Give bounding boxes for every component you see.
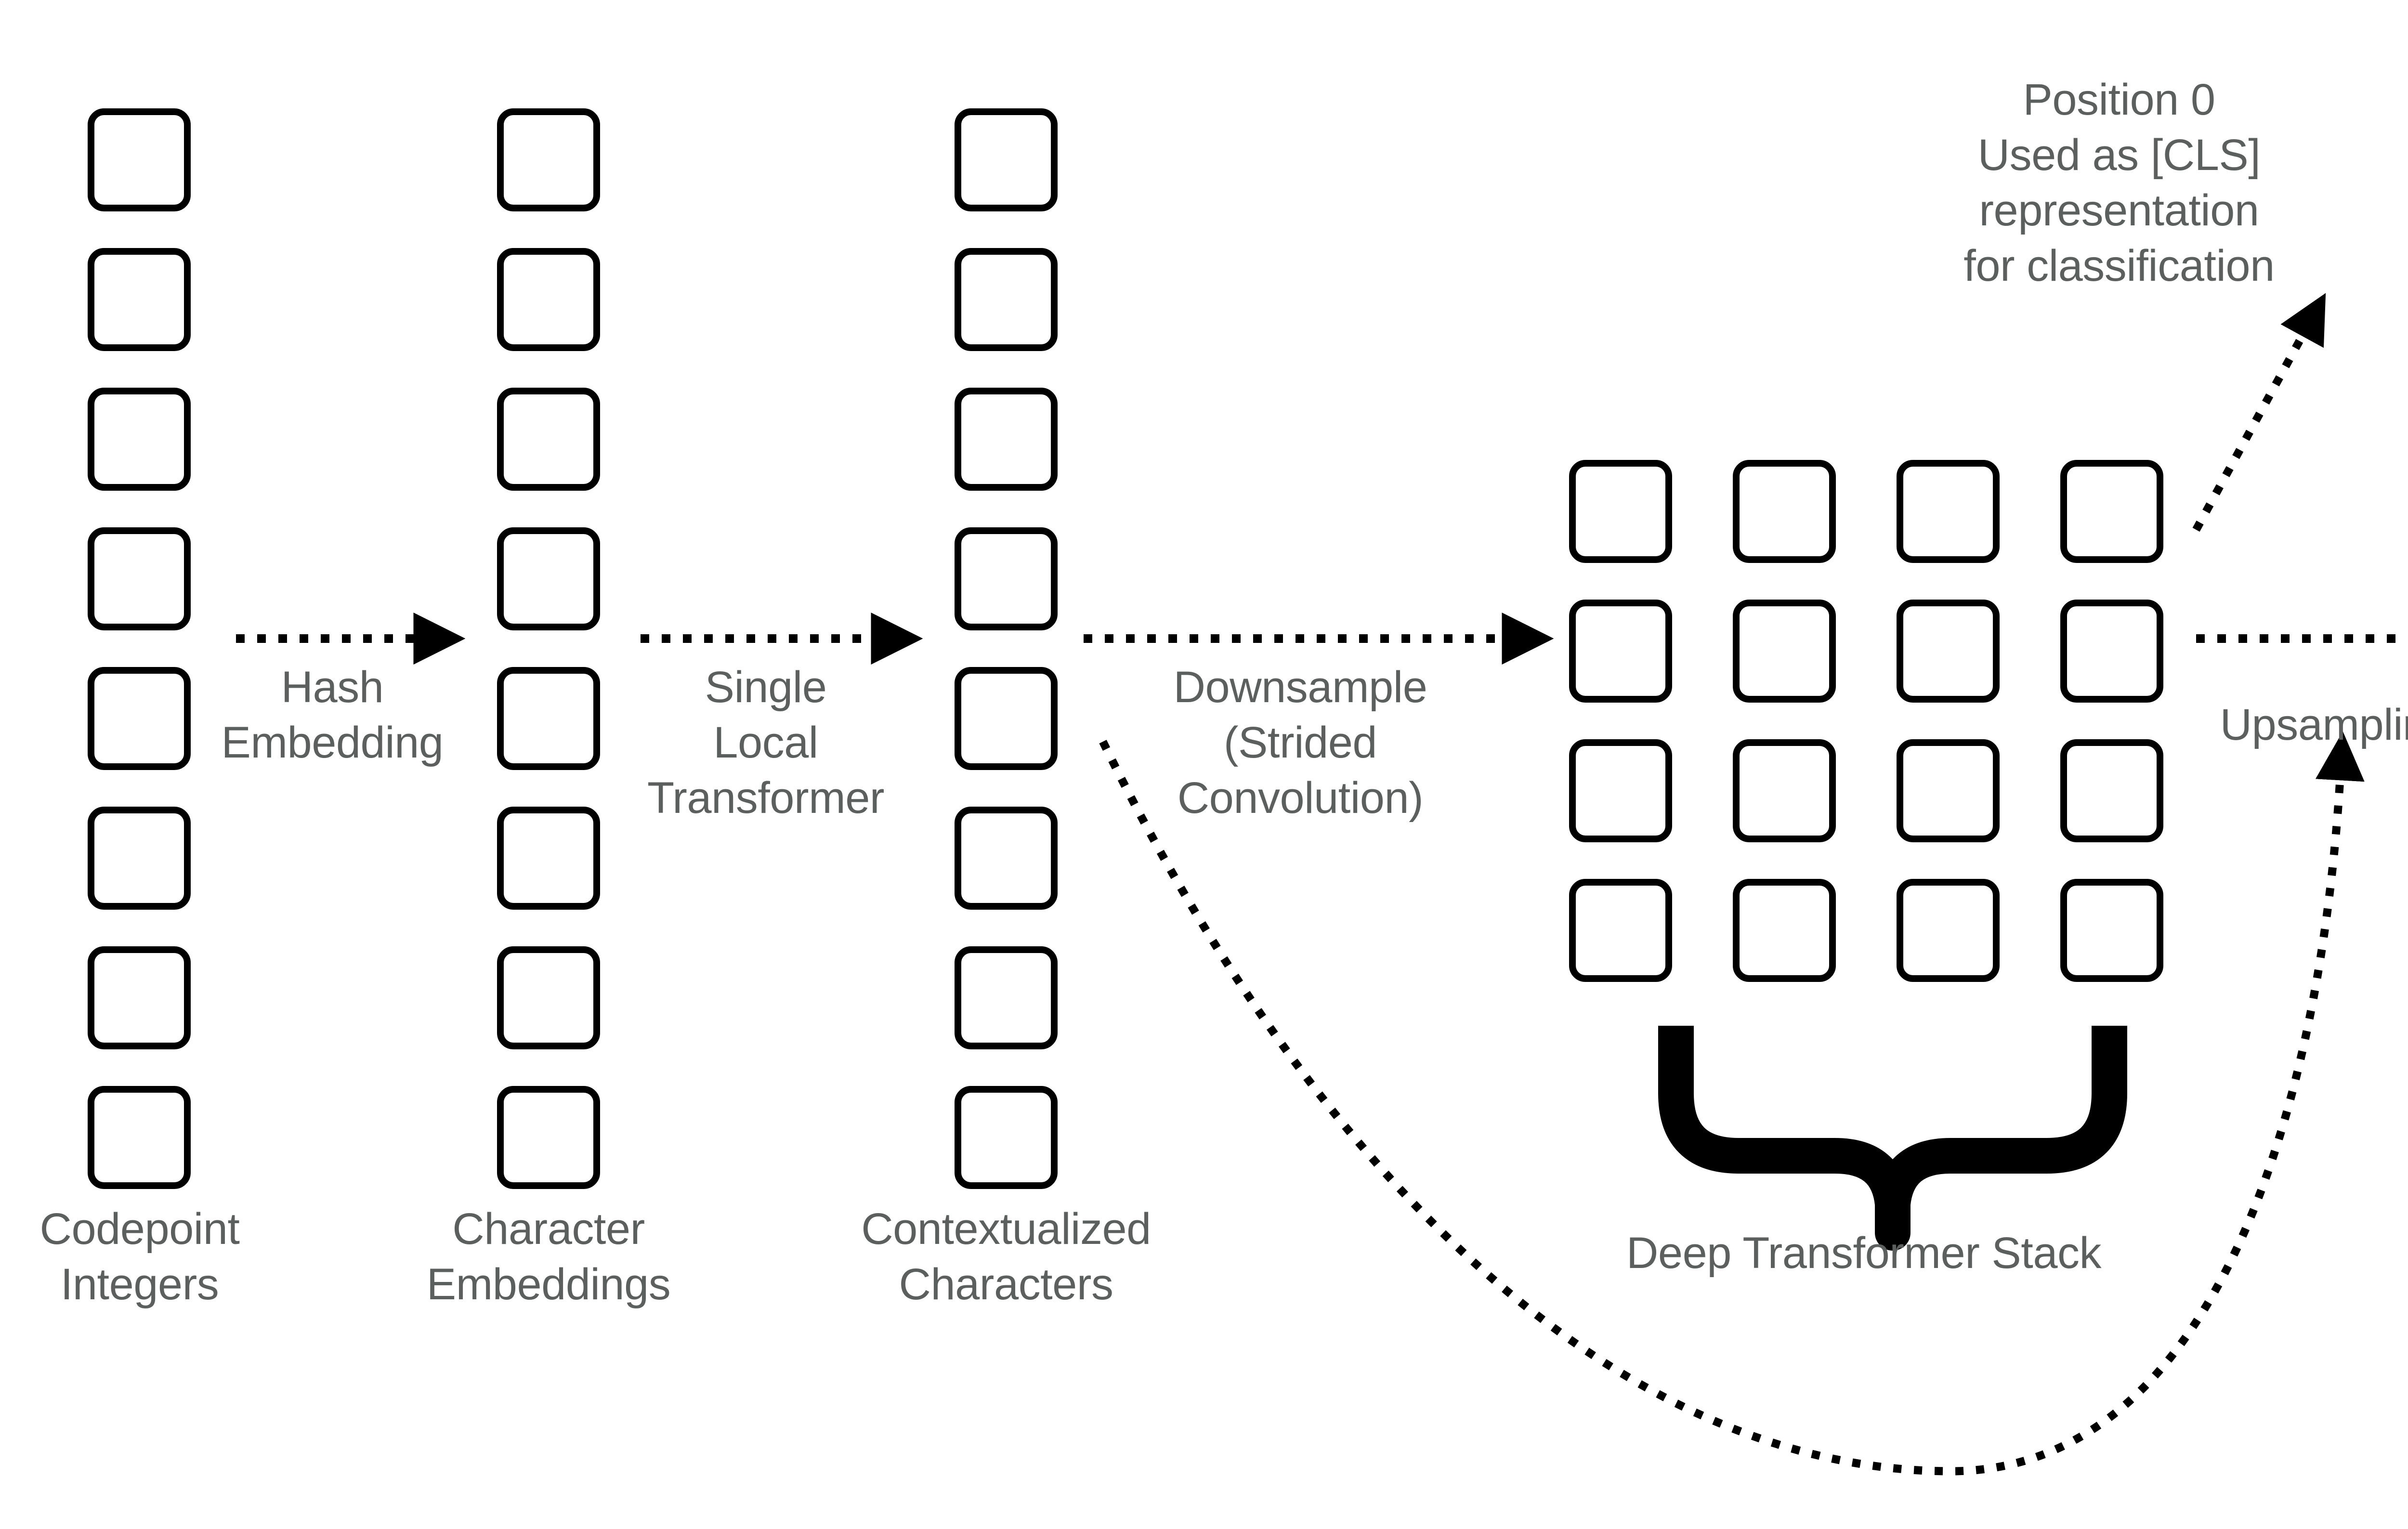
cell-ctxchar-4	[955, 667, 1058, 770]
stack-cell-r3c2	[1897, 879, 2000, 982]
cell-charemb-3	[497, 527, 600, 630]
cell-ctxchar-0	[955, 108, 1058, 211]
edge-label-upsampling: Upsampling	[2220, 700, 2408, 749]
stack-cell-r2c3	[2060, 739, 2163, 842]
column-label-character-embeddings: Character Embeddings	[426, 1204, 671, 1309]
cell-codepoint-0	[88, 108, 191, 211]
cell-ctxchar-6	[955, 946, 1058, 1049]
cell-codepoint-3	[88, 527, 191, 630]
cell-ctxchar-5	[955, 807, 1058, 910]
edge-label-single-local-transformer: Single Local Transformer	[647, 663, 885, 823]
stack-cell-r1c3	[2060, 600, 2163, 703]
annotation-position-zero-cls: Position 0 Used as [CLS] representation …	[1963, 75, 2275, 290]
cell-ctxchar-7	[955, 1086, 1058, 1189]
cell-ctxchar-2	[955, 388, 1058, 491]
column-label-contextualized-characters: Contextualized Characters	[861, 1204, 1151, 1309]
cell-charemb-0	[497, 108, 600, 211]
cell-charemb-7	[497, 1086, 600, 1189]
cell-codepoint-7	[88, 1086, 191, 1189]
cell-codepoint-4	[88, 667, 191, 770]
cell-charemb-5	[497, 807, 600, 910]
column-label-codepoint-integers: Codepoint Integers	[39, 1204, 240, 1309]
cell-ctxchar-1	[955, 248, 1058, 351]
cell-charemb-4	[497, 667, 600, 770]
stack-cell-r0c1	[1733, 460, 1836, 563]
arrow-position-zero-cls	[2192, 293, 2326, 532]
stack-cell-r1c2	[1897, 600, 2000, 703]
stack-cell-r0c3	[2060, 460, 2163, 563]
cell-charemb-2	[497, 388, 600, 491]
stack-cell-r2c0	[1569, 739, 1672, 842]
edge-label-hash-embedding: Hash Embedding	[221, 663, 444, 767]
cell-codepoint-1	[88, 248, 191, 351]
residual-skip-connection	[1099, 731, 2365, 1476]
stack-cell-r3c0	[1569, 879, 1672, 982]
stack-cell-r0c0	[1569, 460, 1672, 563]
cell-codepoint-6	[88, 946, 191, 1049]
stack-cell-r2c1	[1733, 739, 1836, 842]
column-label-concatenated-representations: Concatenated Representations	[2372, 1214, 2408, 1324]
stack-cell-r2c2	[1897, 739, 2000, 842]
stack-label-deep-transformer-stack: Deep Transformer Stack	[1626, 1228, 2102, 1278]
edge-label-downsample: Downsample (Strided Convolution)	[1173, 663, 1427, 823]
cell-charemb-1	[497, 248, 600, 351]
cell-charemb-6	[497, 946, 600, 1049]
stack-cell-r1c1	[1733, 600, 1836, 703]
stack-cell-r1c0	[1569, 600, 1672, 703]
stack-cell-r3c1	[1733, 879, 1836, 982]
stack-cell-r3c3	[2060, 879, 2163, 982]
cell-codepoint-5	[88, 807, 191, 910]
stack-brace	[1658, 1026, 2127, 1251]
cell-codepoint-2	[88, 388, 191, 491]
stack-cell-r0c2	[1897, 460, 2000, 563]
cell-ctxchar-3	[955, 527, 1058, 630]
